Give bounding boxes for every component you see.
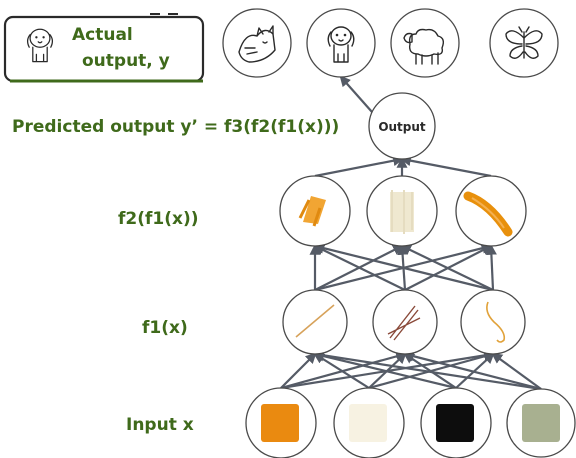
input-label: Input x	[126, 415, 194, 435]
edge-input-0-to-f1-0	[280, 352, 317, 389]
cat-sketch-icon	[238, 25, 276, 63]
f2-node-orange-patch	[279, 175, 351, 247]
edge-input-2-to-f1-0	[312, 350, 457, 390]
predicted-output-label: Predicted output y’ = f3(f2(f1(x)))	[12, 117, 339, 137]
input-node-sage	[506, 388, 576, 458]
butterfly-sketch-icon	[505, 26, 543, 59]
connection-edges	[280, 75, 542, 391]
actual-label-line1: Actual	[72, 25, 133, 45]
edge-f2-0-to-output	[314, 155, 405, 178]
output-node-label: Output	[378, 120, 426, 134]
f1-label: f1(x)	[142, 318, 188, 338]
f2-node-cream-patch	[366, 175, 438, 247]
f1-node-thin-line	[282, 289, 348, 355]
edge-f2-2-to-output	[399, 155, 492, 178]
input-node-cream	[333, 387, 405, 458]
class-image-dog	[306, 8, 376, 78]
f2-node-orange-stroke	[455, 175, 527, 247]
edge-f1-2-to-f2-2	[485, 243, 497, 291]
edge-input-3-to-f1-2	[491, 352, 542, 390]
class-image-cat	[222, 8, 292, 78]
f2-label: f2(f1(x))	[118, 209, 199, 229]
class-image-sheep	[390, 8, 460, 78]
edge-input-3-to-f1-0	[312, 349, 542, 391]
input-node-orange	[245, 387, 317, 458]
dog-sketch-icon	[327, 26, 355, 63]
f1-node-crossed-lines	[372, 289, 438, 355]
edge-f1-1-to-f2-0	[313, 244, 406, 291]
edge-output-to-dog-image	[339, 75, 373, 113]
actual-label-line2: output, y	[82, 51, 170, 71]
f1-node-curve	[460, 289, 526, 355]
output-node: Output	[368, 92, 436, 160]
edge-f1-2-to-f2-1	[400, 244, 494, 291]
input-node-black	[420, 387, 492, 458]
dog-sketch-icon	[26, 28, 54, 63]
actual-output-box: Actual output, y	[3, 13, 205, 83]
edge-input-3-to-f1-1	[402, 350, 542, 391]
sheep-sketch-icon	[403, 28, 445, 65]
edge-f1-2-to-f2-0	[312, 242, 494, 292]
class-image-butterfly	[489, 8, 559, 78]
